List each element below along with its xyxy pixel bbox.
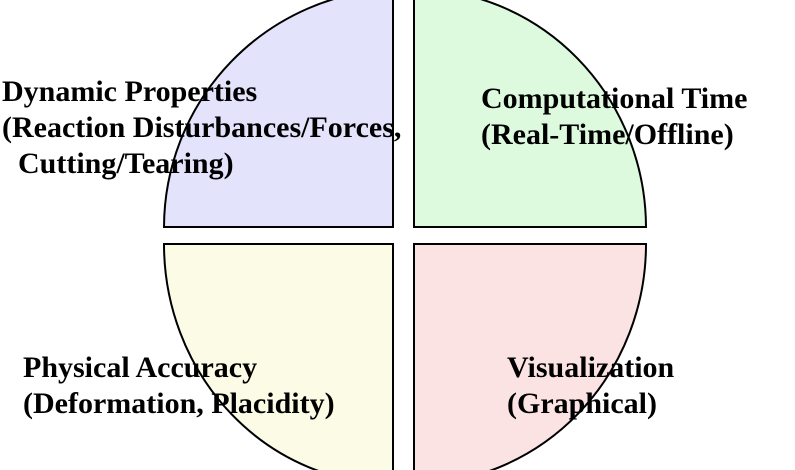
label-computational-time: Computational Time (Real-Time/Offline) xyxy=(481,81,747,153)
label-dynamic-properties-line-3: Cutting/Tearing) xyxy=(18,147,234,180)
quadrant-top-left xyxy=(162,0,394,228)
label-dynamic-properties-line-1: Dynamic Properties xyxy=(2,75,258,108)
quadrant-top-right xyxy=(413,0,648,228)
label-physical-accuracy-line-2: (Deformation, Placidity) xyxy=(23,387,335,420)
label-visualization-line-1: Visualization xyxy=(507,351,675,384)
quadrant-bottom-right xyxy=(413,243,648,470)
label-computational-time-line-2: (Real-Time/Offline) xyxy=(481,118,734,151)
label-dynamic-properties: Dynamic Properties (Reaction Disturbance… xyxy=(2,74,401,182)
label-computational-time-line-1: Computational Time xyxy=(481,82,748,115)
label-physical-accuracy: Physical Accuracy (Deformation, Placidit… xyxy=(23,350,335,422)
quadrant-bottom-left xyxy=(162,243,394,470)
label-visualization-line-2: (Graphical) xyxy=(507,387,657,420)
label-dynamic-properties-line-2: (Reaction Disturbances/Forces, xyxy=(2,111,402,144)
label-visualization: Visualization (Graphical) xyxy=(507,350,674,422)
label-physical-accuracy-line-1: Physical Accuracy xyxy=(23,351,258,384)
